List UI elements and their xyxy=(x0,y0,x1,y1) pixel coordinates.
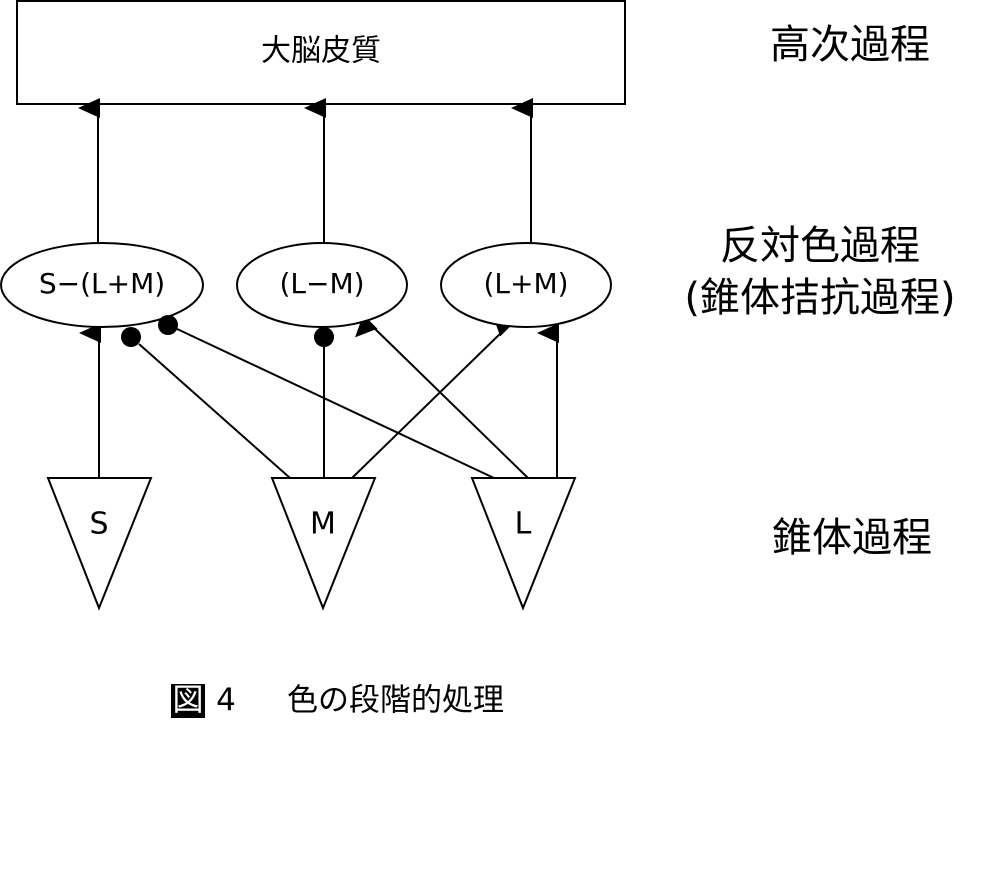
inhibit-l-cone-to-s-channel xyxy=(174,327,495,479)
cone-m-label: M xyxy=(310,507,336,542)
channel-s-minus-lm-label: S−(L+M) xyxy=(39,267,165,300)
inhibitory-dot-m-to-lm-diff xyxy=(314,327,334,347)
cone-l xyxy=(470,477,577,611)
caption-text: 色の段階的処理 xyxy=(287,683,504,719)
channel-l-plus-m xyxy=(440,242,612,328)
cone-s xyxy=(46,477,153,611)
caption-marker: 図 xyxy=(173,683,204,719)
arrow-m-cone-to-lm-sum xyxy=(351,313,515,479)
channel-l-plus-m-label: (L+M) xyxy=(483,267,568,300)
level-label-opponent: 反対色過程 xyxy=(720,223,920,269)
cone-m xyxy=(270,477,377,611)
level-label-cone: 錐体過程 xyxy=(772,515,932,561)
caption-marker-box xyxy=(171,684,205,718)
arrow-l-cone-to-lm-diff xyxy=(355,314,529,479)
cortex-label: 大脳皮質 xyxy=(261,34,381,69)
channel-s-minus-lm xyxy=(0,242,204,328)
inhibitory-dot-m-to-s-channel xyxy=(121,327,141,347)
inhibit-m-cone-to-s-channel xyxy=(138,343,291,479)
caption-number: 4 xyxy=(216,683,236,719)
inhibitory-dot-l-to-s-channel xyxy=(158,315,178,335)
level-label-opponent-sub: (錐体拮抗過程) xyxy=(684,275,955,321)
cone-l-label: L xyxy=(515,507,532,542)
cortex-box xyxy=(16,0,626,105)
channel-l-minus-m xyxy=(236,242,408,328)
cone-s-label: S xyxy=(89,507,108,542)
level-label-higher: 高次過程 xyxy=(770,22,930,68)
channel-l-minus-m-label: (L−M) xyxy=(279,267,364,300)
